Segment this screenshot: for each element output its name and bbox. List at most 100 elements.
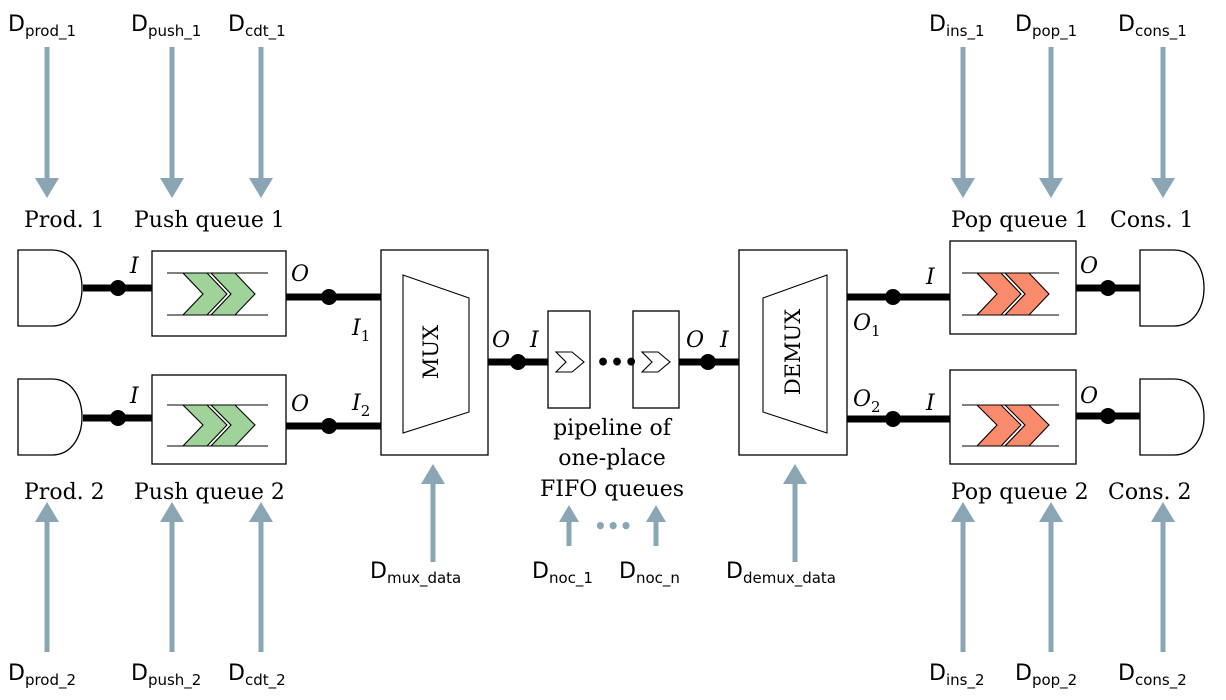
delay-label-pop-1: Dpop_1 (1015, 12, 1077, 41)
delay-arrow-push-2 (160, 502, 184, 652)
delay-label-noc-n: Dnoc_n (619, 559, 680, 588)
delay-label-demux-data: Ddemux_data (726, 559, 836, 588)
push-queue-1-in-port: I (129, 254, 140, 279)
pipeline-stage-first-chevron (554, 351, 585, 373)
mux-trapezoid (402, 274, 470, 434)
push-queue-2-chevron-1 (181, 404, 228, 447)
pop-queue-1-in-port: I (925, 265, 936, 290)
pipeline-caption-line-2: one-place (558, 446, 665, 471)
producer-1-gate-shape (17, 249, 83, 327)
mux-in-port-2: I2 (351, 391, 370, 420)
delay-arrow-push-1 (160, 47, 184, 198)
push-queue-2: Push queue 2 I O (129, 374, 309, 505)
delay-arrow-demux-data (783, 464, 807, 562)
pop-queue-2-chevron-1 (975, 404, 1022, 447)
mux-out-port: O (492, 328, 510, 353)
pipeline-in-port: I (529, 328, 540, 353)
demux-out-port-2: O2 (853, 387, 881, 416)
delay-arrow-noc-1 (559, 505, 579, 546)
producer-2: Prod. 2 (17, 378, 105, 505)
delay-label-mux-data: Dmux_data (370, 559, 461, 588)
dot-pop2-cons2 (1100, 408, 1116, 424)
noc-delay-ellipsis: ••• (594, 514, 632, 538)
push-queue-2-out-port: O (291, 392, 309, 417)
demux-out-port-1: O1 (853, 311, 881, 340)
pipeline: ••• I O pipeline of one-place FIFO queue… (529, 310, 704, 502)
delay-label-noc-1: Dnoc_1 (532, 559, 593, 588)
push-queue-2-chevron-2 (209, 404, 256, 447)
push-queue-1-label: Push queue 1 (134, 208, 285, 233)
producer-2-gate-shape (17, 378, 83, 456)
pop-queue-1: Pop queue 1 I O (925, 208, 1098, 335)
dot-mux-pipeline (510, 354, 526, 370)
delay-labels-bottom: Dprod_2 Dpush_2 Dcdt_2 Dmux_data Dnoc_1 … (8, 559, 1187, 690)
pop-queue-1-chevron-2 (1003, 272, 1050, 316)
delay-arrow-cdt-2 (249, 502, 273, 652)
delay-label-push-2: Dpush_2 (131, 661, 201, 690)
demux-in-port: I (719, 328, 730, 353)
producer-2-label: Prod. 2 (24, 480, 105, 505)
delay-arrow-cons-2 (1151, 502, 1175, 652)
consumer-1-label: Cons. 1 (1110, 208, 1194, 233)
delay-label-prod-1: Dprod_1 (8, 12, 76, 41)
delay-arrow-ins-1 (951, 47, 975, 198)
demux-trapezoid (762, 274, 828, 434)
delay-arrow-cons-1 (1151, 47, 1175, 198)
delay-arrows-bottom: ••• (35, 464, 1175, 652)
delay-label-cdt-2: Dcdt_2 (228, 661, 286, 690)
pipeline-caption-line-3: FIFO queues (540, 477, 684, 502)
connection-dots (110, 280, 1116, 434)
delay-arrow-mux-data (421, 464, 445, 562)
delay-arrow-prod-1 (35, 47, 59, 198)
mux-label: MUX (419, 325, 443, 379)
dot-pipeline-demux (700, 354, 716, 370)
pop-queue-1-label: Pop queue 1 (951, 208, 1089, 233)
dot-demux-pop1 (885, 289, 901, 305)
push-queue-1-chevron-1 (181, 272, 228, 316)
delay-arrow-pop-2 (1039, 502, 1063, 652)
delay-arrow-noc-n (646, 505, 666, 546)
delay-arrow-pop-1 (1039, 47, 1063, 198)
dot-pop1-cons1 (1100, 280, 1116, 296)
push-queue-2-in-port: I (129, 384, 140, 409)
producer-1-label: Prod. 1 (24, 208, 105, 233)
pop-queue-2-out-port: O (1080, 384, 1098, 409)
pipeline-caption-line-1: pipeline of (553, 416, 673, 441)
dot-push1-mux (321, 289, 337, 305)
pop-queue-2-label: Pop queue 2 (951, 480, 1089, 505)
delay-arrow-cdt-1 (249, 47, 273, 198)
consumer-1-gate-shape (1139, 249, 1205, 327)
push-queue-1-chevron-2 (209, 272, 256, 316)
pop-queue-2-in-port: I (925, 391, 936, 416)
pipeline-out-port: O (686, 328, 704, 353)
pop-queue-1-out-port: O (1080, 254, 1098, 279)
consumer-2-label: Cons. 2 (1108, 480, 1192, 505)
dot-prod1-push1 (110, 280, 126, 296)
dot-push2-mux (321, 418, 337, 434)
delay-label-push-1: Dpush_1 (131, 12, 201, 41)
delay-label-cons-1: Dcons_1 (1118, 12, 1187, 41)
delay-label-cons-2: Dcons_2 (1118, 661, 1187, 690)
pipeline-stage-last-chevron (640, 351, 671, 373)
consumer-2: Cons. 2 (1108, 378, 1205, 505)
dot-demux-pop2 (885, 411, 901, 427)
delay-label-ins-2: Dins_2 (929, 661, 985, 690)
pipeline-ellipsis: ••• (596, 350, 638, 376)
pop-queue-2-chevron-2 (1003, 404, 1050, 447)
consumer-2-gate-shape (1139, 378, 1205, 456)
producer-1: Prod. 1 (17, 208, 105, 327)
push-queue-1-out-port: O (291, 262, 309, 287)
push-queue-1: Push queue 1 I O (129, 208, 309, 337)
delay-label-pop-2: Dpop_2 (1015, 661, 1077, 690)
mux-in-port-1: I1 (351, 316, 370, 345)
pop-queue-1-chevron-1 (975, 272, 1022, 316)
demux-label: DEMUX (781, 309, 805, 395)
delay-label-ins-1: Dins_1 (929, 12, 985, 41)
delay-label-prod-2: Dprod_2 (8, 661, 76, 690)
consumer-1: Cons. 1 (1110, 208, 1205, 327)
delay-arrow-prod-2 (35, 502, 59, 652)
delay-label-cdt-1: Dcdt_1 (228, 12, 286, 41)
delay-arrow-ins-2 (951, 502, 975, 652)
pop-queue-2: Pop queue 2 I O (925, 369, 1098, 505)
